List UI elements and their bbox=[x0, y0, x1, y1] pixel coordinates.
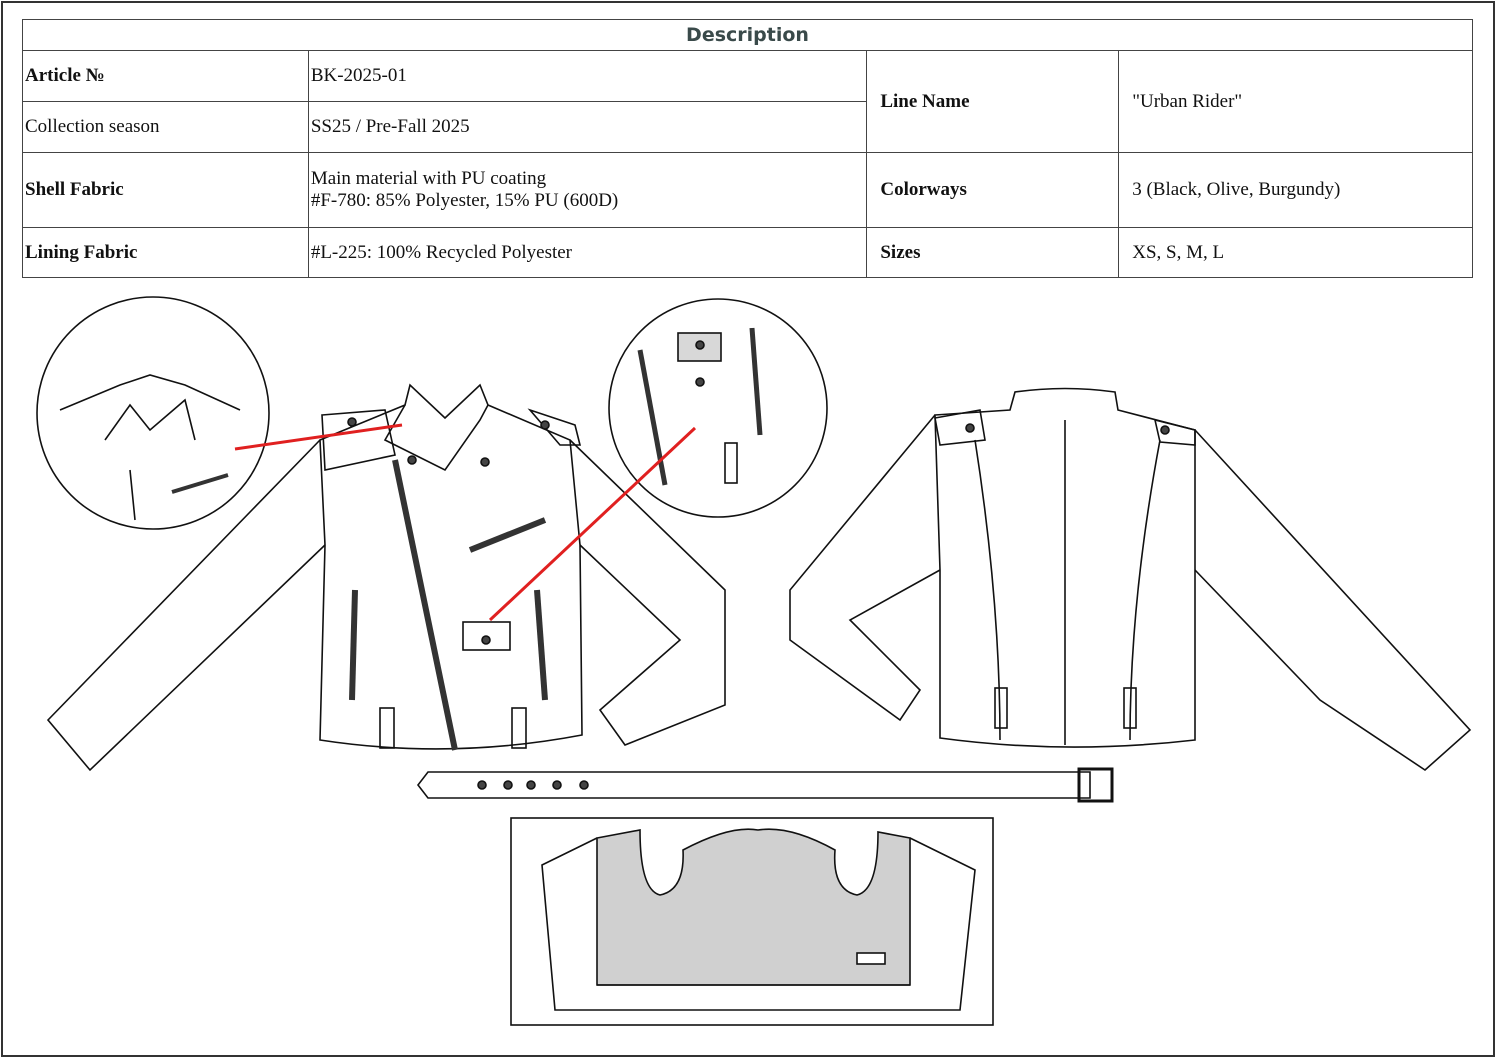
shell-fabric-line-2: #F-780: 85% Polyester, 15% PU (600D) bbox=[310, 190, 619, 211]
line-name-value: "Urban Rider" bbox=[1118, 50, 1473, 153]
belt-drawing bbox=[416, 767, 1114, 803]
jacket-front-drawing bbox=[46, 383, 726, 772]
article-label: Article № bbox=[22, 50, 309, 102]
season-value: SS25 / Pre-Fall 2025 bbox=[307, 101, 868, 153]
lining-fabric-label: Lining Fabric bbox=[22, 227, 309, 278]
shell-fabric-label: Shell Fabric bbox=[22, 152, 309, 228]
lining-drawing bbox=[510, 817, 994, 1026]
pocket-detail-circle bbox=[608, 298, 828, 518]
sizes-label: Sizes bbox=[866, 227, 1120, 278]
jacket-back-drawing bbox=[789, 387, 1472, 772]
sizes-value: XS, S, M, L bbox=[1118, 227, 1473, 278]
callout-line-pocket bbox=[488, 426, 697, 622]
colorways-label: Colorways bbox=[866, 152, 1120, 228]
line-name-label: Line Name bbox=[866, 50, 1120, 153]
season-label: Collection season bbox=[22, 101, 309, 153]
description-table: Description Article № BK-2025-01 Line Na… bbox=[22, 19, 1473, 278]
shell-fabric-line-1: Main material with PU coating bbox=[310, 168, 547, 189]
callout-line-collar bbox=[234, 423, 403, 451]
collar-detail-circle bbox=[36, 296, 270, 530]
lining-fabric-value: #L-225: 100% Recycled Polyester bbox=[307, 227, 868, 278]
colorways-value: 3 (Black, Olive, Burgundy) bbox=[1118, 152, 1473, 228]
shell-fabric-value: Main material with PU coating#F-780: 85%… bbox=[307, 152, 868, 228]
